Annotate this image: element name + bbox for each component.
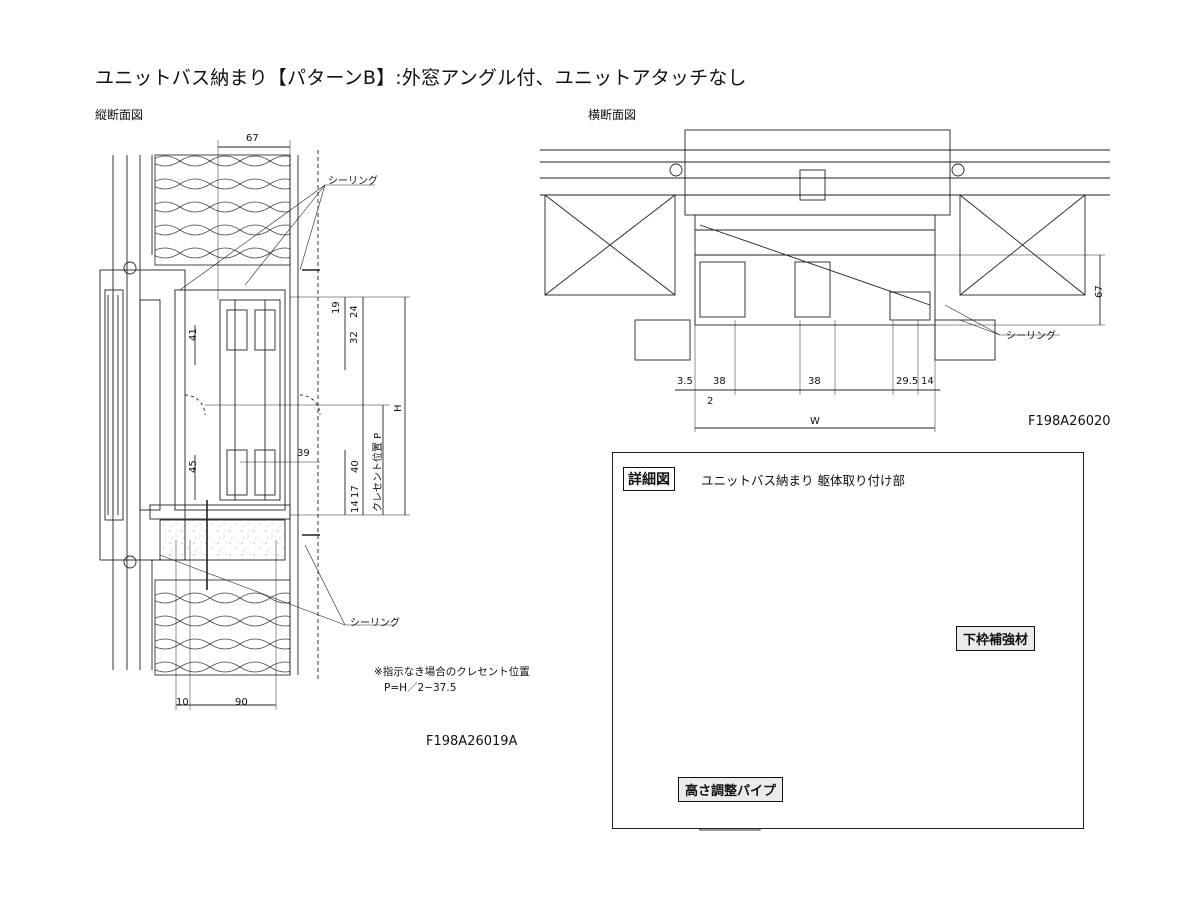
dim-40: 40 (350, 460, 361, 473)
dim-29-5: 29.5 (896, 376, 919, 387)
detail-title: ユニットバス納まり 躯体取り付け部 (701, 473, 905, 488)
sealing-label-bottom: シーリング (350, 618, 400, 629)
dim-19: 19 (331, 301, 342, 314)
dim-14: 14 (350, 500, 361, 513)
dim-crescent-position: クレセント位置 P (373, 432, 384, 512)
dim-24: 24 (349, 305, 360, 318)
sealing-label-horizontal: シーリング (1006, 331, 1056, 342)
horizontal-section-drawing (540, 129, 1110, 432)
dim-14-h: 14 (921, 376, 934, 387)
dim-67-right: 67 (1094, 285, 1105, 298)
dim-10: 10 (176, 697, 189, 708)
dim-38-b: 38 (808, 376, 821, 387)
dim-90: 90 (235, 697, 248, 708)
dim-3-5: 3.5 (677, 376, 693, 387)
dim-W: W (810, 416, 820, 427)
dim-17: 17 (350, 485, 361, 498)
vertical-section-label: 縦断面図 (95, 108, 144, 122)
crescent-note-line2: P=H／2−37.5 (384, 682, 457, 694)
dim-41: 41 (188, 328, 199, 341)
page-title: ユニットバス納まり【パターンB】:外窓アングル付、ユニットアタッチなし (95, 67, 747, 89)
vertical-section-drawing (99, 140, 410, 710)
callout-reinforcement: 下枠補強材 (956, 626, 1036, 651)
dim-45: 45 (188, 460, 199, 473)
detail-tag: 詳細図 (623, 467, 675, 491)
horizontal-section-label: 横断面図 (588, 108, 637, 122)
dim-H: H (393, 404, 404, 412)
dim-39: 39 (297, 448, 310, 459)
dim-2: 2 (707, 396, 714, 407)
dim-67-top: 67 (246, 133, 259, 144)
dim-32: 32 (349, 331, 360, 344)
horizontal-drawing-code: F198A26020 (1028, 414, 1111, 429)
dim-38-a: 38 (713, 376, 726, 387)
crescent-note-line1: ※指示なき場合のクレセント位置 (374, 666, 530, 678)
sealing-label-top: シーリング (328, 176, 378, 187)
vertical-drawing-code: F198A26019A (426, 734, 518, 749)
callout-height-pipe: 高さ調整パイプ (678, 777, 784, 802)
